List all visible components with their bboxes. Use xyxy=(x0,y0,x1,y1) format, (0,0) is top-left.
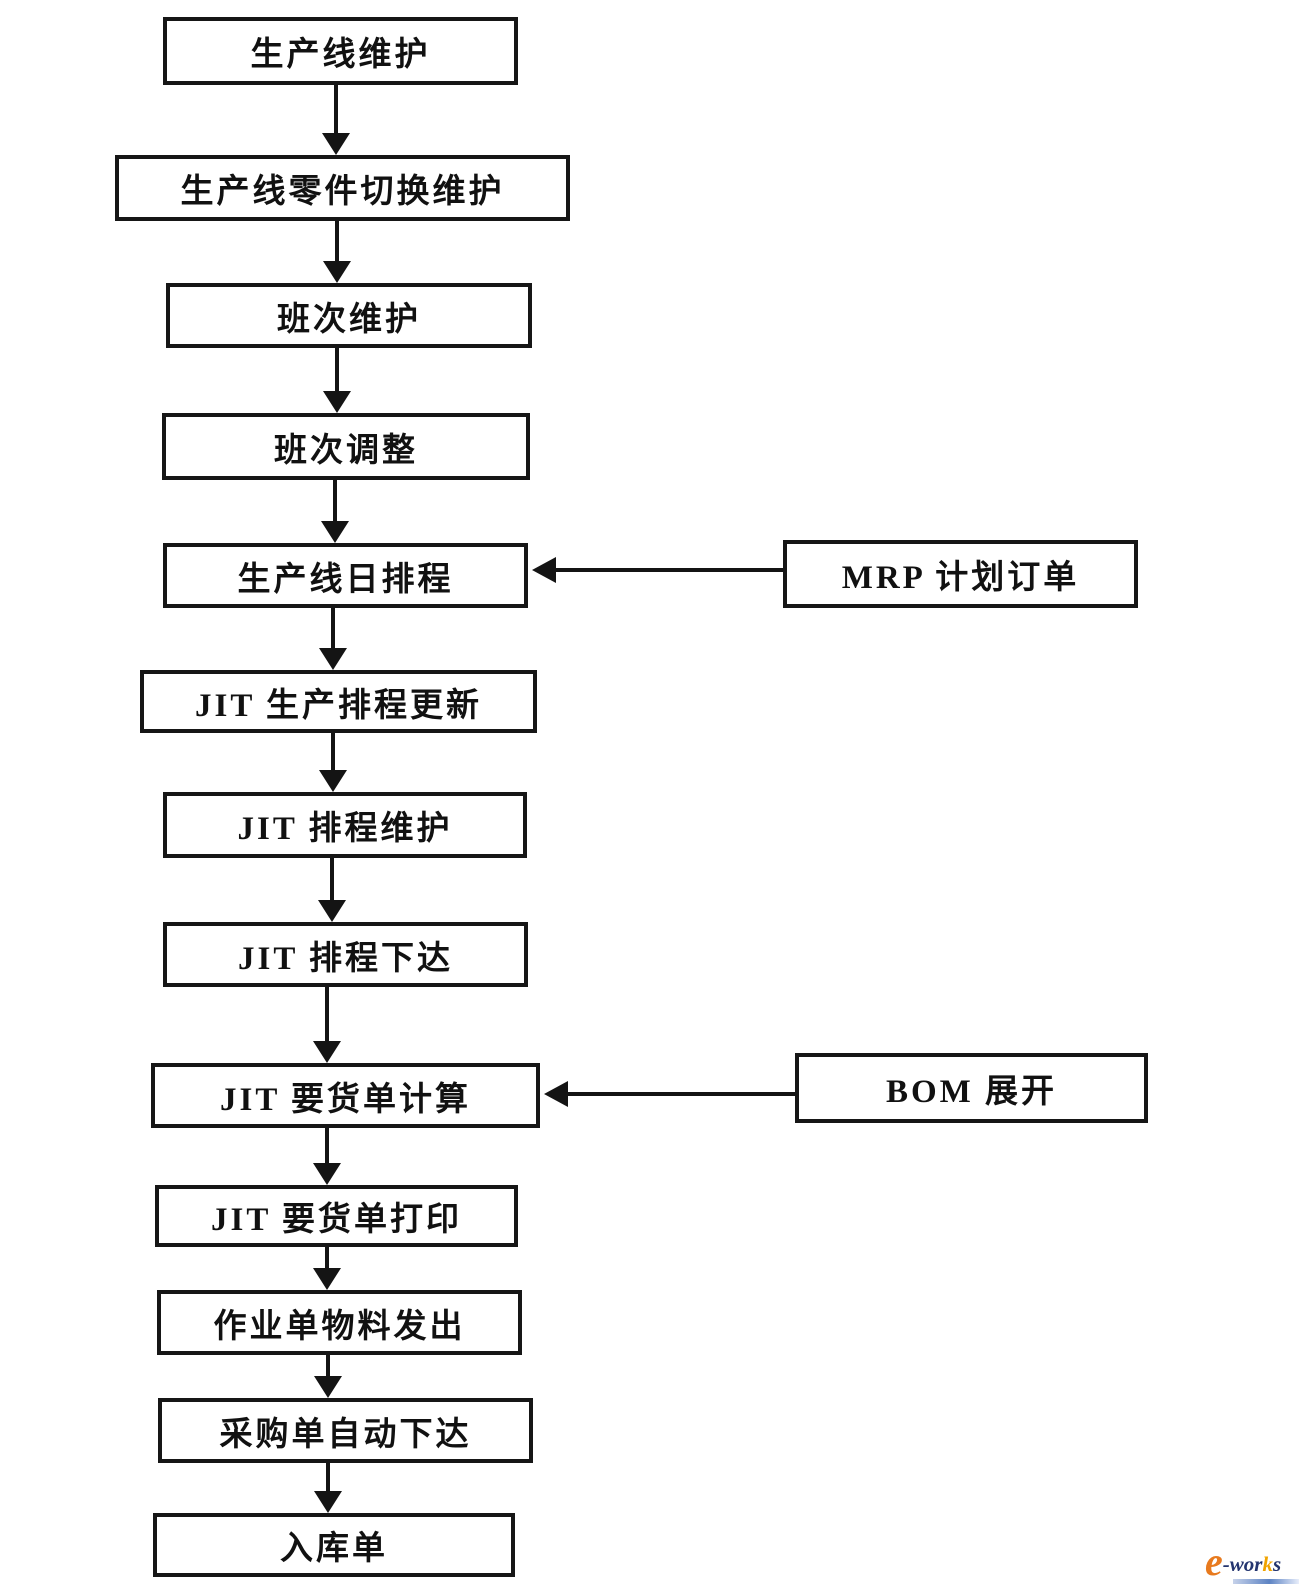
arrow-left-bom-icon xyxy=(544,1081,795,1107)
arrow-down-icon xyxy=(322,85,350,155)
box-warehouse-receipt: 入库单 xyxy=(153,1513,515,1577)
box-jit-requisition-calculation: JIT 要货单计算 xyxy=(151,1063,540,1128)
arrow-down-icon xyxy=(314,1355,342,1398)
box-jit-schedule-release: JIT 排程下达 xyxy=(163,922,528,987)
eworks-logo-underline xyxy=(1233,1579,1299,1584)
box-shift-maintenance: 班次维护 xyxy=(166,283,532,348)
arrow-down-icon xyxy=(321,480,349,543)
arrow-down-icon xyxy=(313,1247,341,1290)
box-workorder-material-issue: 作业单物料发出 xyxy=(157,1290,522,1355)
eworks-logo-wor: -wor xyxy=(1222,1552,1263,1576)
eworks-logo: e-works xyxy=(1205,1542,1300,1588)
box-jit-production-schedule-update: JIT 生产排程更新 xyxy=(140,670,537,733)
box-daily-line-scheduling: 生产线日排程 xyxy=(163,543,528,608)
box-jit-schedule-maintenance: JIT 排程维护 xyxy=(163,792,527,858)
arrow-down-icon xyxy=(323,221,351,283)
arrow-down-icon xyxy=(313,1128,341,1185)
eworks-logo-s: s xyxy=(1272,1552,1282,1576)
box-line-part-switch-maintenance: 生产线零件切换维护 xyxy=(115,155,570,221)
arrow-down-icon xyxy=(319,608,347,670)
arrow-left-mrp-icon xyxy=(532,557,783,583)
box-purchase-order-auto-release: 采购单自动下达 xyxy=(158,1398,533,1463)
arrow-down-icon xyxy=(314,1463,342,1513)
arrow-down-icon xyxy=(319,733,347,792)
arrow-down-icon xyxy=(313,987,341,1063)
eworks-logo-e: e xyxy=(1205,1539,1223,1584)
box-jit-requisition-print: JIT 要货单打印 xyxy=(155,1185,518,1247)
box-bom-explosion: BOM 展开 xyxy=(795,1053,1148,1123)
eworks-logo-k: k xyxy=(1262,1552,1273,1576)
box-mrp-planned-order: MRP 计划订单 xyxy=(783,540,1138,608)
box-production-line-maintenance: 生产线维护 xyxy=(163,17,518,85)
arrow-down-icon xyxy=(323,348,351,413)
arrow-down-icon xyxy=(318,858,346,922)
box-shift-adjustment: 班次调整 xyxy=(162,413,530,480)
